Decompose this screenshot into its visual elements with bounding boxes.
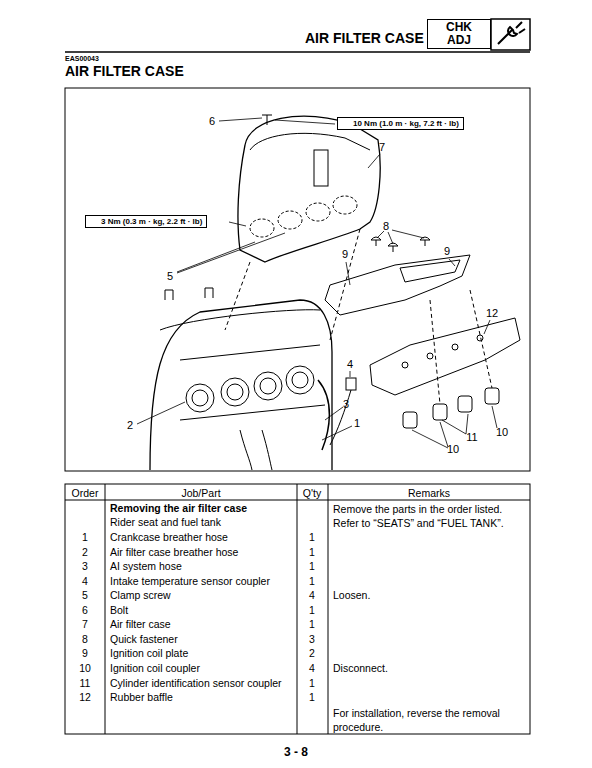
node-text: CHK bbox=[428, 21, 490, 34]
table-cell: Removing the air filter case bbox=[110, 502, 247, 514]
table-cell: Remove the parts in the order listed. Re… bbox=[333, 502, 528, 530]
table-cell: 1 bbox=[82, 531, 88, 543]
table-cell: 5 bbox=[82, 589, 88, 601]
table-cell: 4 bbox=[309, 662, 315, 674]
table-cell: 3 bbox=[82, 560, 88, 572]
table-cell: 1 bbox=[309, 677, 315, 689]
table-cell: 1 bbox=[309, 546, 315, 558]
table-cell: 1 bbox=[309, 531, 315, 543]
table-header: Order bbox=[72, 487, 99, 499]
table-cell: 4 bbox=[309, 589, 315, 601]
page-title: AIR FILTER CASE bbox=[65, 63, 184, 79]
table-cell: For installation, reverse the removal pr… bbox=[333, 706, 528, 734]
table-cell: 2 bbox=[82, 546, 88, 558]
table-cell: Quick fastener bbox=[110, 633, 178, 645]
table-cell: 1 bbox=[309, 618, 315, 630]
table-header: Job/Part bbox=[181, 487, 220, 499]
table-cell: Bolt bbox=[110, 604, 128, 616]
table-cell: 12 bbox=[79, 691, 91, 703]
table-cell: Air filter case breather hose bbox=[110, 546, 238, 558]
callout-number: 10 bbox=[447, 443, 459, 456]
page-number: 3 - 8 bbox=[284, 746, 308, 760]
table-header: Q'ty bbox=[303, 487, 321, 499]
callout-number: 1 bbox=[354, 417, 360, 430]
callout-number: 12 bbox=[486, 307, 498, 320]
callout-number: 6 bbox=[209, 115, 215, 128]
node-text: ADJ bbox=[428, 34, 490, 47]
header-title: AIR FILTER CASE bbox=[305, 30, 424, 46]
table-cell: Intake temperature sensor coupler bbox=[110, 575, 270, 587]
table-cell: 11 bbox=[80, 677, 91, 689]
section-badge: CHKADJ bbox=[427, 19, 491, 49]
callout-number: 9 bbox=[342, 248, 348, 261]
table-cell: 1 bbox=[309, 691, 315, 703]
torque-spec: 10 Nm (1.0 m · kg, 7.2 ft · lb) bbox=[337, 117, 464, 130]
callout-number: 11 bbox=[466, 431, 477, 444]
table-cell: Cylinder identification sensor coupler bbox=[110, 677, 282, 689]
table-cell: 8 bbox=[82, 633, 88, 645]
table-cell: AI system hose bbox=[110, 560, 182, 572]
table-cell: Loosen. bbox=[333, 589, 370, 601]
callout-number: 5 bbox=[167, 270, 173, 283]
callout-number: 9 bbox=[444, 245, 450, 258]
callout-number: 3 bbox=[343, 398, 349, 411]
table-cell: Ignition coil coupler bbox=[110, 662, 200, 674]
node-text: 10 Nm (1.0 m · kg, 7.2 ft · lb) bbox=[353, 119, 459, 128]
table-cell: Rider seat and fuel tank bbox=[110, 516, 221, 528]
table-cell: 7 bbox=[82, 618, 88, 630]
callout-number: 7 bbox=[379, 141, 385, 154]
callout-number: 2 bbox=[127, 419, 133, 432]
callout-number: 10 bbox=[496, 426, 508, 439]
table-cell: Air filter case bbox=[110, 618, 171, 630]
table-cell: 2 bbox=[309, 647, 315, 659]
torque-spec: 3 Nm (0.3 m · kg, 2.2 ft · lb) bbox=[85, 215, 207, 228]
table-cell: Rubber baffle bbox=[110, 691, 173, 703]
table-cell: Disconnect. bbox=[333, 662, 388, 674]
table-cell: 10 bbox=[79, 662, 91, 674]
callout-number: 8 bbox=[383, 220, 389, 233]
table-cell: Clamp screw bbox=[110, 589, 171, 601]
table-header: Remarks bbox=[408, 487, 450, 499]
table-cell: 1 bbox=[309, 560, 315, 572]
table-cell: 1 bbox=[309, 604, 315, 616]
table-cell: 1 bbox=[309, 575, 315, 587]
node-text: 3 Nm (0.3 m · kg, 2.2 ft · lb) bbox=[101, 217, 202, 226]
table-cell: Crankcase breather hose bbox=[110, 531, 228, 543]
doc-code: EAS00043 bbox=[65, 55, 99, 63]
table-cell: 6 bbox=[82, 604, 88, 616]
table-cell: 9 bbox=[82, 647, 88, 659]
table-cell: 4 bbox=[82, 575, 88, 587]
callout-number: 4 bbox=[347, 358, 353, 371]
table-cell: Ignition coil plate bbox=[110, 647, 188, 659]
table-cell: 3 bbox=[309, 633, 315, 645]
